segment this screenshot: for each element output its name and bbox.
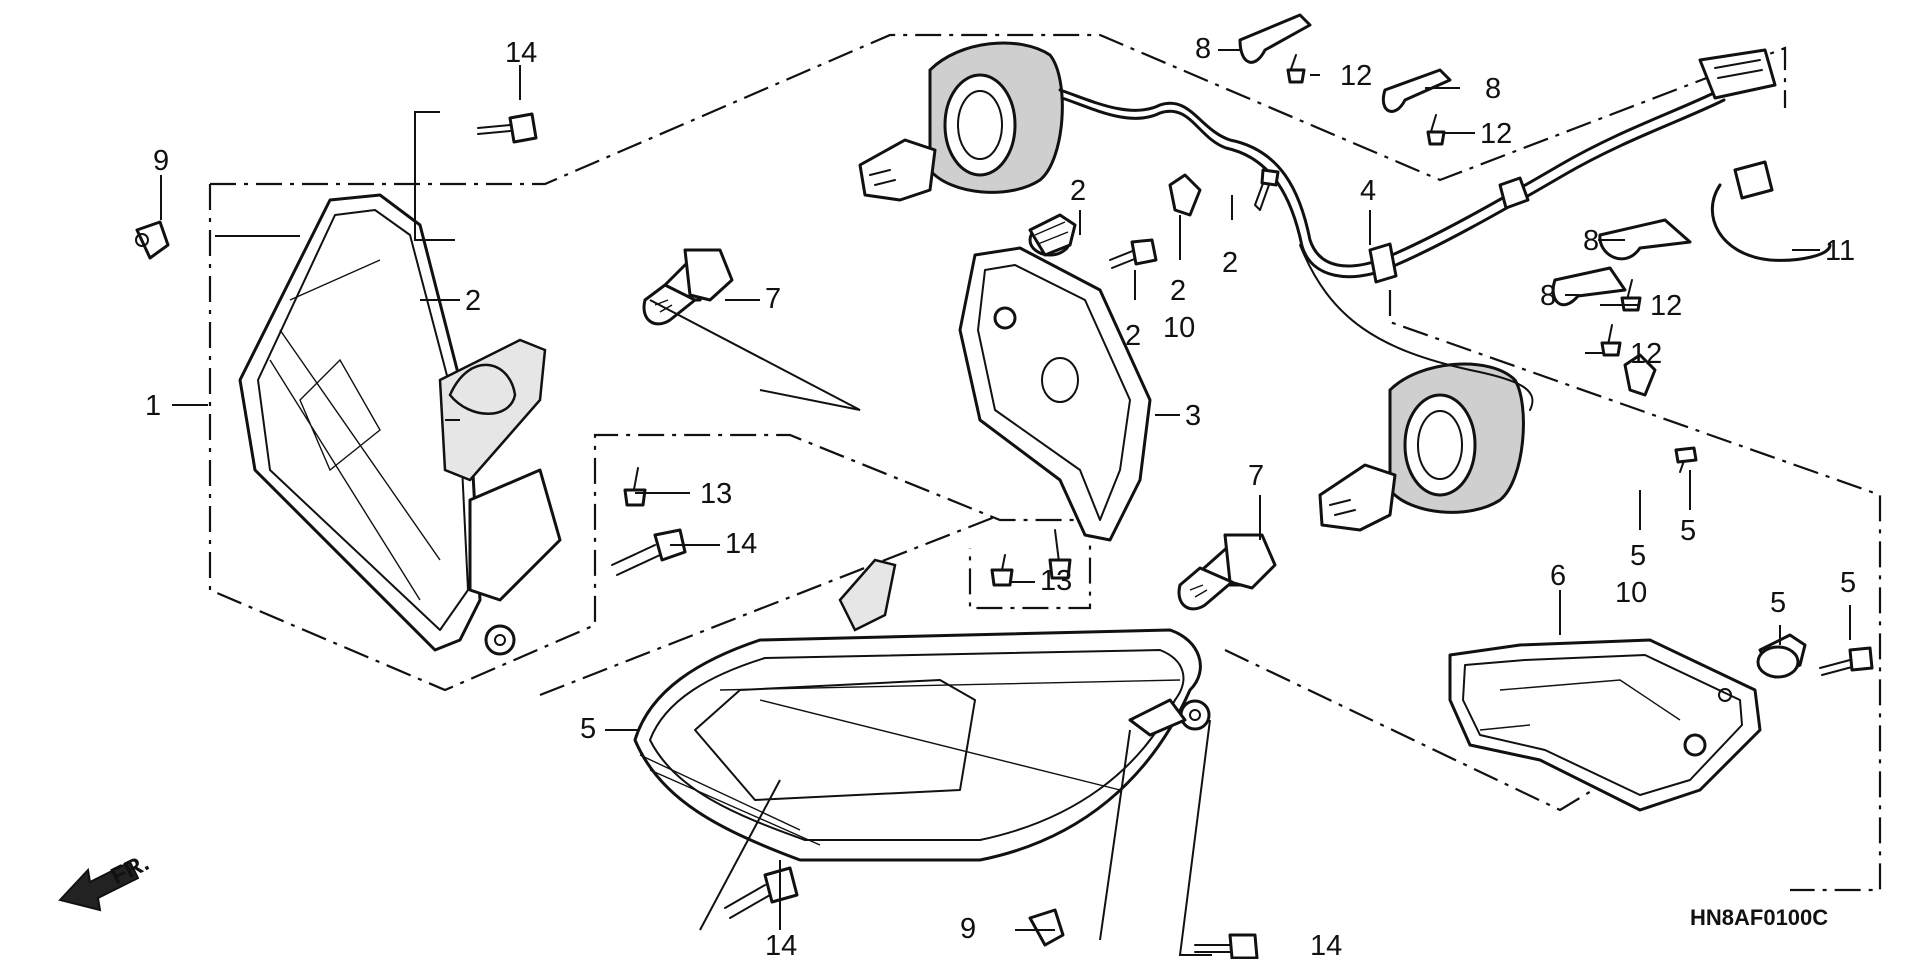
callout-8: 8 (1540, 280, 1556, 312)
callout-5: 5 (1840, 567, 1856, 599)
bulb-lower (1177, 533, 1277, 611)
headlight-left-bezel (257, 209, 469, 631)
leader-lines (160, 49, 1851, 956)
headlight-left-socket-dome (448, 363, 517, 415)
callout-12: 12 (1480, 118, 1512, 150)
group-outline-left-lamp-side (208, 184, 1092, 692)
callout-5: 5 (1770, 587, 1786, 619)
callout-6: 6 (1550, 560, 1566, 592)
callout-9: 9 (960, 913, 976, 945)
wire-harness (1058, 48, 1777, 411)
callout-2: 2 (1222, 247, 1238, 279)
callout-5: 5 (1680, 515, 1696, 547)
headlight-left-lower-bracket (468, 468, 562, 602)
callout-14: 14 (1310, 930, 1342, 959)
grommet-2 (1028, 213, 1077, 257)
callout-5: 5 (1630, 540, 1646, 572)
group-outline-left-lamp (210, 33, 1787, 186)
front-arrow-icon (58, 860, 140, 912)
headlight-left-lens (238, 193, 482, 652)
callout-3: 3 (1185, 400, 1201, 432)
callout-10: 10 (1163, 312, 1195, 344)
callout-8: 8 (1583, 225, 1599, 257)
callout-2: 2 (465, 285, 481, 317)
callout-5: 5 (580, 713, 596, 745)
callout-8: 8 (1485, 73, 1501, 105)
callout-10: 10 (1615, 577, 1647, 609)
callout-13: 13 (1040, 565, 1072, 597)
callout-14: 14 (725, 528, 757, 560)
group-outline-lower-lamp (539, 513, 1001, 697)
headlight-lower-upper-tab (838, 558, 897, 632)
callout-7: 7 (1248, 460, 1264, 492)
callout-12: 12 (1630, 338, 1662, 370)
callout-2: 2 (1070, 175, 1086, 207)
front-arrow: FR. (58, 849, 153, 912)
callout-12: 12 (1650, 290, 1682, 322)
headlight-left (238, 193, 562, 656)
callout-13: 13 (700, 478, 732, 510)
callout-2: 2 (1125, 320, 1141, 352)
callout-11: 11 (1825, 235, 1855, 267)
callout-1: 1 (145, 390, 161, 422)
group-outline-upper-right (1388, 290, 1882, 892)
clip-11 (1710, 160, 1832, 262)
callout-2: 2 (1170, 275, 1186, 307)
housing-upper (958, 246, 1152, 542)
diagram-code: HN8AF0100C (1690, 905, 1828, 930)
headlight-lower (633, 558, 1211, 862)
callout-labels: 14 9 2 1 7 13 14 13 5 14 9 14 8 12 8 12 … (145, 33, 1856, 959)
socket-boot-upper (858, 41, 1064, 202)
grommet-5 (1756, 633, 1807, 679)
group-outlines (208, 33, 1882, 892)
callout-8: 8 (1195, 33, 1211, 65)
housing-lower (1448, 638, 1762, 812)
callout-4: 4 (1360, 175, 1376, 207)
callout-12: 12 (1340, 60, 1372, 92)
callout-14: 14 (765, 930, 797, 959)
socket-boot-lower (1318, 362, 1525, 532)
clamps (1168, 13, 1692, 397)
fasteners (135, 54, 1874, 959)
callout-14: 14 (505, 37, 537, 69)
bulb-upper (642, 248, 734, 326)
callout-9: 9 (153, 145, 169, 177)
callout-7: 7 (765, 283, 781, 315)
